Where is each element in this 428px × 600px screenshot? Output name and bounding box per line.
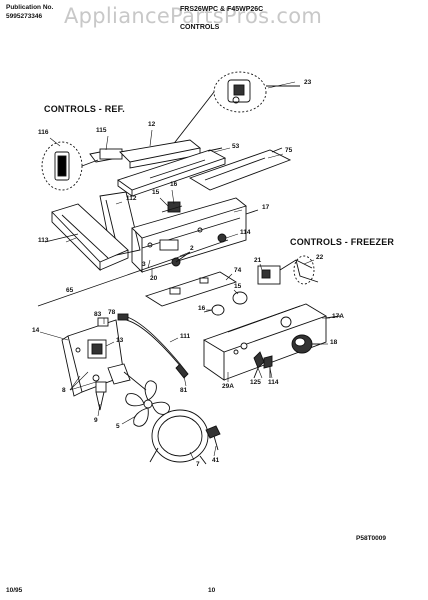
callout-13: 13 xyxy=(116,337,124,344)
fan-bracket-part xyxy=(61,317,125,411)
callout-18: 18 xyxy=(330,339,338,346)
page-section-title: CONTROLS xyxy=(180,24,220,31)
callout-81: 81 xyxy=(180,387,188,394)
small-components-part xyxy=(253,351,273,379)
control-bracket-part xyxy=(119,139,202,169)
drawing-code: P58T0009 xyxy=(356,535,386,542)
callout-17: 17 xyxy=(262,204,270,211)
page-number: 10 xyxy=(208,587,216,594)
switch-part xyxy=(161,201,183,213)
fan-shroud-part xyxy=(149,409,209,465)
callout-5: 5 xyxy=(116,423,120,430)
callout-8: 8 xyxy=(62,387,66,394)
callout-78: 78 xyxy=(108,309,116,316)
switch-housing-part xyxy=(41,141,123,191)
fan-motor-part xyxy=(107,363,147,391)
callout-21: 21 xyxy=(254,257,262,264)
footer-date: 10/95 xyxy=(6,587,23,594)
cover-part xyxy=(188,147,292,191)
callout-14: 14 xyxy=(32,327,40,334)
callout-7: 7 xyxy=(196,461,200,468)
baffle-part xyxy=(44,203,129,272)
callout-22: 22 xyxy=(316,254,324,261)
callout-113: 113 xyxy=(38,237,49,244)
callout-23: 23 xyxy=(304,79,312,86)
callout-125: 125 xyxy=(250,379,261,386)
callout-16-freezer: 16 xyxy=(198,305,206,312)
callout-112: 112 xyxy=(126,195,137,202)
callout-116: 116 xyxy=(38,129,49,136)
callout-114-freezer: 114 xyxy=(268,379,279,386)
publication-label: Publication No. xyxy=(6,4,54,11)
callout-20: 20 xyxy=(150,275,158,282)
callout-15-ref: 15 xyxy=(152,189,160,196)
callout-53: 53 xyxy=(232,143,240,150)
callout-9: 9 xyxy=(94,417,98,424)
control-panel-freezer-part xyxy=(202,303,341,381)
callout-75: 75 xyxy=(285,147,293,154)
section-title-ref: CONTROLS - REF. xyxy=(44,104,125,114)
watermark-text: AppliancePartsPros.com xyxy=(64,4,323,28)
callout-74: 74 xyxy=(234,267,242,274)
freezer-thermostat-part xyxy=(257,255,319,285)
screw-part xyxy=(205,425,221,451)
callout-12: 12 xyxy=(148,121,156,128)
wire-harness-part xyxy=(117,313,189,379)
section-title-freezer: CONTROLS - FREEZER xyxy=(290,237,395,247)
callout-15-freezer: 15 xyxy=(234,283,242,290)
fan-blade-part xyxy=(125,380,170,427)
model-numbers: FRS26WPC & F45WP26C xyxy=(180,6,264,13)
light-socket-part xyxy=(203,291,248,316)
control-housing-part xyxy=(117,147,227,197)
freezer-bracket-part xyxy=(144,271,238,307)
thermostat-part xyxy=(164,71,300,156)
callout-16-ref: 16 xyxy=(170,181,178,188)
callout-29a: 29A xyxy=(222,383,234,390)
callout-2: 2 xyxy=(190,245,194,252)
callout-65: 65 xyxy=(66,287,74,294)
callout-3: 3 xyxy=(142,261,146,268)
callout-41: 41 xyxy=(212,457,220,464)
callout-114-ref: 114 xyxy=(240,229,251,236)
callout-83: 83 xyxy=(94,311,102,318)
callout-17a: 17A xyxy=(332,313,344,320)
callout-111: 111 xyxy=(180,333,191,340)
publication-number: 5995273346 xyxy=(6,13,43,20)
callout-115: 115 xyxy=(96,127,107,134)
